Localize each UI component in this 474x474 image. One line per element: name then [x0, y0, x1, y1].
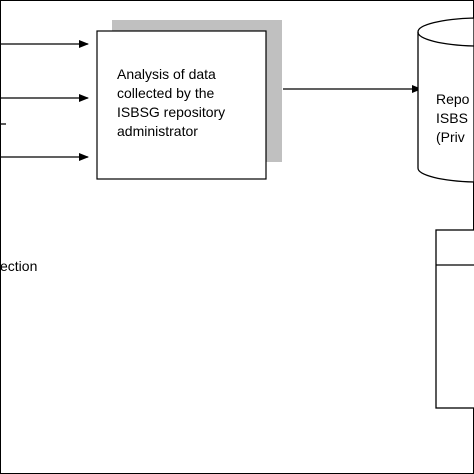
process-box-line-4: administrator — [117, 123, 198, 139]
process-box — [96, 30, 267, 180]
repository-cylinder-top — [417, 31, 474, 47]
process-box-line-1: Analysis of data — [117, 66, 216, 82]
repository-cylinder-body — [417, 17, 474, 183]
process-box-line-2: collected by the — [117, 85, 214, 101]
repository-line-3: (Priv — [436, 129, 465, 145]
process-box-line-3: ISBSG repository — [117, 104, 225, 120]
lower-right-box — [435, 229, 474, 409]
repository-line-2: ISBS — [436, 110, 468, 126]
repository-line-1: Repo — [436, 91, 470, 107]
left-partial-label: ection — [0, 258, 37, 274]
